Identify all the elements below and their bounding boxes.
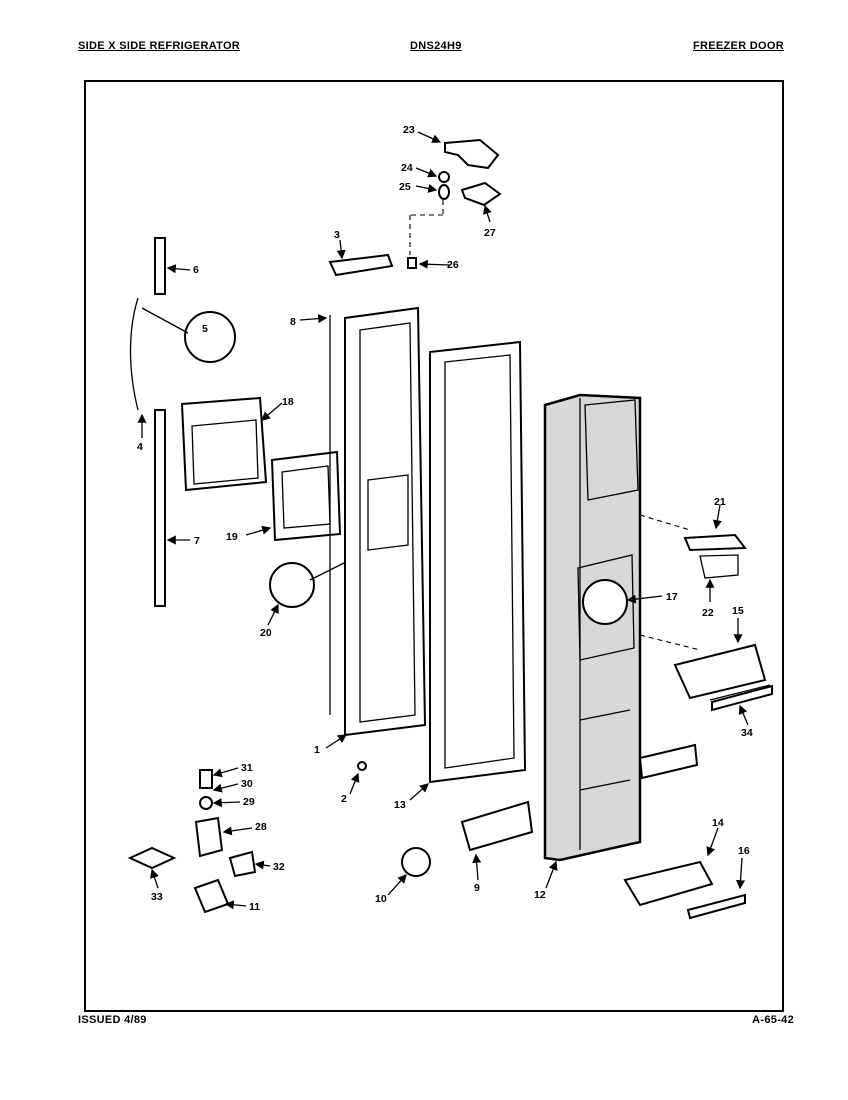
bracket-9-icon — [460, 800, 534, 852]
callout-20: 20 — [260, 627, 272, 639]
issued-date: ISSUED 4/89 — [78, 1014, 147, 1026]
header-model-type: SIDE X SIDE REFRIGERATOR — [78, 40, 241, 52]
callout-17: 17 — [666, 591, 678, 603]
callout-12: 12 — [534, 889, 546, 901]
callout-7: 7 — [194, 535, 200, 547]
callout-3: 3 — [334, 229, 340, 241]
door-liner-frame-icon — [429, 340, 527, 784]
callout-33: 33 — [151, 891, 163, 903]
handle-detail-icon — [184, 311, 236, 363]
callout-23: 23 — [403, 124, 415, 136]
dispenser-plate-icon — [270, 450, 342, 542]
screw-icon — [357, 761, 367, 771]
trim-strip-6-icon — [154, 237, 166, 295]
door-stop-icon — [328, 253, 394, 277]
leader-lines — [137, 131, 749, 910]
detail-10-icon — [401, 847, 431, 877]
callout-2: 2 — [341, 793, 347, 805]
handle-icon — [129, 297, 139, 411]
dispenser-chute-icon — [180, 396, 268, 492]
callout-32: 32 — [273, 861, 285, 873]
bin-trim-icon — [711, 684, 773, 712]
header-model-number: DNS24H9 — [410, 40, 462, 52]
callout-5: 5 — [202, 323, 208, 335]
shelf-icon — [638, 743, 699, 780]
callout-29: 29 — [243, 796, 255, 808]
header-section: FREEZER DOOR — [693, 40, 784, 52]
page-code: A-65-42 — [752, 1014, 794, 1026]
detail-20-icon — [269, 562, 315, 608]
inner-door-liner-icon — [543, 393, 642, 862]
shelf-bin-14-icon — [623, 860, 714, 907]
callout-31: 31 — [241, 762, 253, 774]
callout-18: 18 — [282, 396, 294, 408]
diagram-frame — [84, 80, 784, 1012]
door-bin-icon — [673, 643, 767, 700]
callout-8: 8 — [290, 316, 296, 328]
callout-9: 9 — [474, 882, 480, 894]
callout-1: 1 — [314, 744, 320, 756]
callout-13: 13 — [394, 799, 406, 811]
bottom-hinge-icon — [127, 769, 257, 914]
callout-15: 15 — [732, 605, 744, 617]
callout-6: 6 — [193, 264, 199, 276]
callout-22: 22 — [702, 607, 714, 619]
callout-21: 21 — [714, 496, 726, 508]
callout-11: 11 — [249, 901, 260, 913]
callout-27: 27 — [484, 227, 496, 239]
callout-19: 19 — [226, 531, 238, 543]
callout-30: 30 — [241, 778, 253, 790]
trim-16-icon — [686, 893, 746, 920]
callout-16: 16 — [738, 845, 750, 857]
callout-24: 24 — [401, 162, 413, 174]
dispenser-tray-icon — [683, 533, 747, 552]
callout-25: 25 — [399, 181, 411, 193]
callout-4: 4 — [137, 441, 143, 453]
callout-28: 28 — [255, 821, 267, 833]
callout-10: 10 — [375, 893, 387, 905]
bushing-icon — [407, 257, 417, 269]
callout-14: 14 — [712, 817, 724, 829]
callout-34: 34 — [741, 727, 753, 739]
top-hinge-icon — [409, 138, 502, 255]
outer-door-panel-icon — [344, 306, 427, 737]
trim-strip-7-icon — [154, 409, 166, 607]
callout-26: 26 — [447, 259, 459, 271]
callout-labels: 23 24 25 27 3 26 6 8 5 4 18 7 19 20 1 2 … — [137, 124, 753, 913]
